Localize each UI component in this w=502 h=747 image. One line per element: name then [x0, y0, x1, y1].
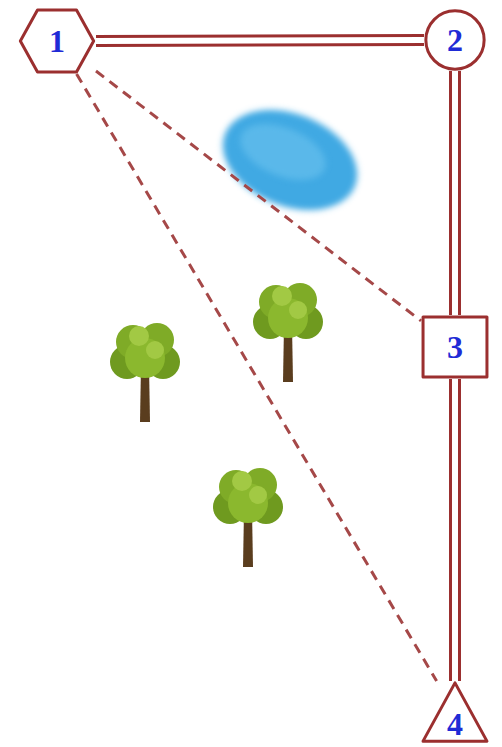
road: [96, 40, 424, 42]
road-surface: [452, 379, 458, 681]
marker-number: 4: [447, 708, 463, 740]
road-edge: [449, 379, 461, 681]
dashed-path: [96, 71, 421, 321]
square-marker: 3: [421, 315, 489, 379]
dashed-line: [96, 71, 421, 321]
tree: [110, 323, 180, 422]
road: [455, 71, 456, 315]
hexagon-marker: 1: [18, 8, 96, 74]
circle-marker: 2: [424, 9, 486, 71]
dashed-line: [77, 74, 437, 681]
road: [455, 379, 456, 681]
dashed-path: [77, 74, 437, 681]
road-edge: [449, 71, 461, 315]
pond: [208, 91, 372, 229]
marker-number: 1: [49, 25, 65, 57]
marker-number: 3: [447, 331, 463, 363]
tree: [213, 468, 283, 567]
road-edge: [96, 34, 424, 47]
marker-number: 2: [447, 24, 463, 56]
road-surface: [96, 37, 424, 44]
tree: [253, 283, 323, 382]
road-surface: [452, 71, 458, 315]
triangle-marker: 4: [421, 681, 489, 743]
